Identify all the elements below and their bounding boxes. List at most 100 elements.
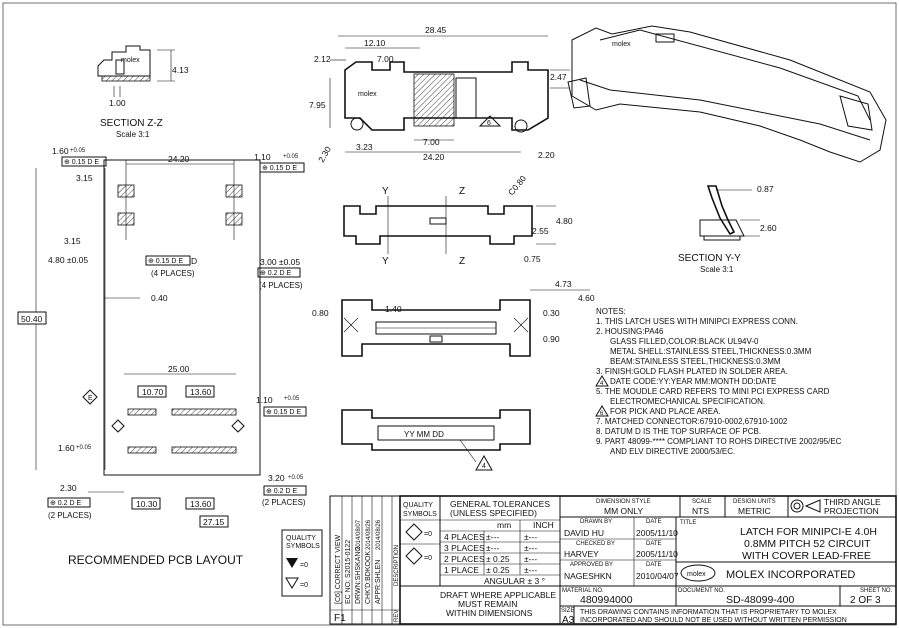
datum-e: E bbox=[88, 395, 93, 402]
design-units-label: DESIGN UNITS bbox=[733, 499, 776, 505]
isometric-view: molex 2.47 bbox=[550, 25, 887, 163]
tol-row-1-inch: ±--- bbox=[524, 532, 537, 542]
quality-symbols-legend: QUALITY SYMBOLS =0 =0 bbox=[281, 529, 323, 597]
unless-specified: (UNLESS SPECIFIED) bbox=[450, 508, 537, 518]
section-letter-z-top: Z bbox=[459, 186, 465, 197]
dimension-style: MM ONLY bbox=[604, 506, 643, 516]
rev-entry-1: [C6] CORRECT VIEW bbox=[335, 535, 342, 604]
section-yy-view: 0.87 2.60 SECTION Y-Y Scale 3:1 bbox=[678, 184, 777, 274]
fcf-box bbox=[259, 162, 305, 173]
tol-row-4-label: 1 PLACE bbox=[444, 565, 479, 575]
note-8: 8. DATUM D IS THE TOP SURFACE OF PCB. bbox=[596, 427, 761, 436]
dim-3-23: 3.23 bbox=[356, 142, 373, 152]
document-no: SD-48099-400 bbox=[726, 594, 794, 606]
fcf-4: ⊕ 0.2 D E bbox=[260, 270, 291, 277]
note-4: DATE CODE:YY:YEAR MM:MONTH DD:DATE bbox=[610, 377, 776, 386]
pcb-places-2: (4 PLACES) bbox=[259, 281, 303, 290]
dim-4-60: 4.60 bbox=[578, 293, 595, 303]
top-view: 28.45 12.10 2.12 7.00 molex 6 7.95 2.30 … bbox=[309, 25, 555, 164]
rev-entry-5: APPR:SHLEN bbox=[375, 560, 382, 604]
tb-qs-row-2: =0 bbox=[424, 555, 432, 562]
section-letter-z-bottom: Z bbox=[459, 256, 465, 267]
tol-row-3-label: 2 PLACES bbox=[444, 554, 485, 564]
rev-label: REV bbox=[394, 610, 400, 622]
pcb-places-3: (2 PLACES) bbox=[48, 511, 92, 520]
dim-2-47: 2.47 bbox=[550, 72, 567, 82]
pcb-tol-5: +0.05 bbox=[288, 475, 304, 481]
section-zz-brand: molex bbox=[121, 57, 140, 64]
tol-row-4-mm: ± 0.25 bbox=[486, 565, 510, 575]
approved-by-label: APPROVED BY bbox=[570, 562, 613, 568]
qs-label-top: QUALITY bbox=[286, 535, 316, 542]
tol-row-2-mm: ±--- bbox=[486, 543, 499, 553]
size-value: A3 bbox=[562, 615, 575, 626]
proprietary-line-2: INCORPORATED AND SHOULD NOT BE USED WITH… bbox=[580, 617, 847, 624]
pcb-places-4: (2 PLACES) bbox=[262, 498, 306, 507]
molex-logo bbox=[680, 564, 716, 582]
checked-by: HARVEY bbox=[564, 549, 599, 559]
tb-qs-row-1: =0 bbox=[424, 531, 432, 538]
tol-row-1-label: 4 PLACES bbox=[444, 532, 485, 542]
note-5b: ELECTROMECHANICAL SPECIFICATION. bbox=[610, 397, 765, 406]
iso-brand: molex bbox=[612, 41, 631, 48]
pcb-dim-1-10-top: 1.10 bbox=[254, 152, 271, 162]
dim-2-20: 2.20 bbox=[538, 150, 555, 160]
notes-block: NOTES: 1. THIS LATCH USES WITH MINIPCI E… bbox=[595, 307, 842, 456]
dim-1-40: 1.40 bbox=[385, 304, 402, 314]
rev-entry-2: EC NO: S2015-0122 bbox=[345, 540, 352, 604]
sheet: 2 OF 3 bbox=[850, 595, 881, 606]
datum-d-label: D bbox=[191, 256, 197, 266]
tol-row-2-label: 3 PLACES bbox=[444, 543, 485, 553]
pcb-dim-10-70: 10.70 bbox=[142, 387, 164, 397]
drawn-by-label: DRAWN BY bbox=[580, 519, 612, 525]
scale-value: NTS bbox=[692, 506, 709, 516]
note-9: 9. PART 48099-**** COMPLIANT TO ROHS DIR… bbox=[596, 437, 842, 446]
note-7: 7. MATCHED CONNECTOR:67910-0002,67910-10… bbox=[596, 417, 788, 426]
date-label-1: DATE bbox=[646, 519, 662, 525]
pcb-tol-3: +0.05 bbox=[284, 396, 300, 402]
pcb-dim-13-60-bottom: 13.60 bbox=[190, 499, 212, 509]
pcb-tol-4: +0.05 bbox=[76, 445, 92, 451]
section-letter-y-top: Y bbox=[382, 186, 389, 197]
dim-2-12: 2.12 bbox=[314, 54, 331, 64]
dim-0-80: 0.80 bbox=[312, 308, 329, 318]
date-label-2: DATE bbox=[646, 541, 662, 547]
tol-row-3-inch: ±--- bbox=[524, 554, 537, 564]
qs-row-2: =0 bbox=[300, 582, 308, 589]
pcb-dim-25-00: 25.00 bbox=[168, 364, 190, 374]
tol-col-mm: mm bbox=[497, 520, 511, 530]
section-yy-title: SECTION Y-Y bbox=[678, 253, 741, 264]
section-zz-view: molex 4.13 1.00 SECTION Z-Z Scale 3:1 bbox=[97, 45, 189, 139]
dim-28-45: 28.45 bbox=[425, 25, 447, 35]
fcf-1: ⊕ 0.15 D E bbox=[64, 159, 99, 166]
dim-4-13: 4.13 bbox=[172, 65, 189, 75]
approved-date: 2010/04/07 bbox=[636, 571, 679, 581]
note-1: 1. THIS LATCH USES WITH MINIPCI EXPRESS … bbox=[596, 317, 798, 326]
note-2a: GLASS FILLED,COLOR:BLACK UL94V-0 bbox=[610, 337, 759, 346]
sheet-no-label: SHEET NO. bbox=[860, 588, 893, 594]
section-zz-scale: Scale 3:1 bbox=[116, 130, 150, 139]
proprietary-line-1: THIS DRAWING CONTAINS INFORMATION THAT I… bbox=[580, 609, 837, 616]
dimension-style-label: DIMENSION STYLE bbox=[596, 499, 651, 505]
dim-c0-80: C0.80 bbox=[506, 173, 528, 197]
fcf-5: ⊕ 0.15 D E bbox=[266, 409, 301, 416]
pcb-dim-13-60-top: 13.60 bbox=[190, 387, 212, 397]
section-zz-title: SECTION Z-Z bbox=[100, 118, 163, 129]
dim-12-10: 12.10 bbox=[364, 38, 386, 48]
note-6-flag: 6 bbox=[600, 411, 604, 417]
projection-line-2: PROJECTION bbox=[824, 506, 879, 516]
fcf-box bbox=[61, 156, 107, 167]
pcb-dim-3-15-a: 3.15 bbox=[76, 173, 93, 183]
fcf-box bbox=[263, 406, 307, 417]
draft-note-1: DRAFT WHERE APPLICABLE bbox=[440, 590, 556, 600]
dim-0-90: 0.90 bbox=[543, 334, 560, 344]
bottom-view: YY MM DD 4 bbox=[341, 409, 531, 471]
pcb-dim-0-40: 0.40 bbox=[151, 293, 168, 303]
note-3: 3. FINISH:GOLD FLASH PLATED IN SOLDER AR… bbox=[596, 367, 788, 376]
rev-description-label: DESCRIPTION bbox=[394, 545, 400, 586]
pcb-dim-2-30: 2.30 bbox=[60, 483, 77, 493]
tol-col-inch: INCH bbox=[533, 520, 554, 530]
document-no-label: DOCUMENT NO. bbox=[678, 588, 725, 594]
revision-block: [C6] CORRECT VIEW EC NO: S2015-0122 DRWN… bbox=[329, 495, 401, 625]
